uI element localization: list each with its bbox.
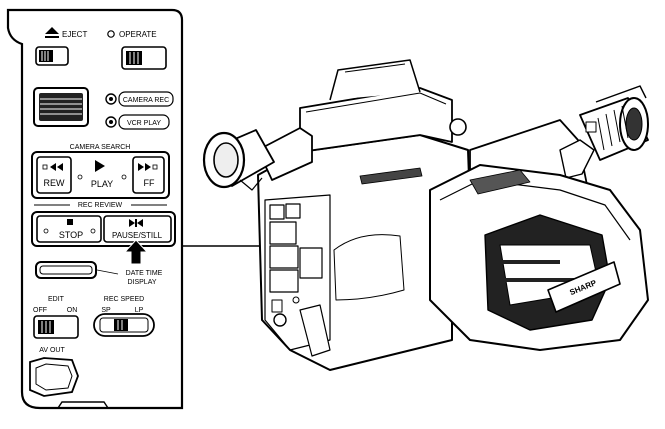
camcorder-illustration: SHARP (202, 59, 649, 371)
arrow-up-icon (123, 239, 149, 265)
rewind-icon (42, 163, 63, 171)
date-time-label: DATE TIME (126, 270, 163, 277)
operate-label: OPERATE (119, 30, 157, 39)
rew-label: REW (44, 178, 66, 188)
display-label: DISPLAY (127, 279, 156, 286)
rew-button[interactable]: REW (36, 156, 72, 194)
play-label: PLAY (91, 179, 113, 189)
operate-control[interactable]: OPERATE (107, 30, 167, 70)
operate-slider[interactable] (121, 46, 167, 70)
lp-label: LP (135, 307, 144, 314)
camera-rec-indicator: CAMERA REC (105, 91, 174, 107)
panel-bottom-tab (57, 401, 109, 409)
camera-search-label: CAMERA SEARCH (70, 144, 131, 151)
sp-label: SP (101, 307, 111, 314)
rec-speed-label: REC SPEED (104, 296, 144, 303)
date-time-display-button[interactable] (35, 261, 97, 279)
pause-icon (129, 219, 143, 227)
vcr-play-indicator: VCR PLAY (105, 114, 170, 130)
mode-rocker-button[interactable] (33, 87, 89, 127)
play-icon (95, 160, 105, 172)
stop-icon (67, 219, 73, 225)
stop-button[interactable]: STOP (36, 215, 102, 243)
hand-strap: SHARP (484, 214, 621, 331)
av-out-jack-cover[interactable] (29, 357, 79, 397)
pause-still-button[interactable]: PAUSE/STILL (103, 215, 172, 243)
rec-speed-switch[interactable] (93, 313, 155, 337)
ff-button[interactable]: FF (132, 156, 165, 194)
ff-label: FF (144, 178, 155, 188)
control-panel: EJECT OPERATE (6, 8, 184, 410)
av-out-label: AV OUT (39, 347, 65, 354)
edit-on-label: ON (67, 307, 78, 314)
operate-indicator-icon (107, 30, 115, 38)
edit-off-label: OFF (33, 307, 47, 314)
eject-control[interactable]: EJECT (35, 27, 87, 66)
eject-icon (45, 27, 59, 38)
eject-slider[interactable] (35, 46, 69, 66)
viewfinder-icon (202, 127, 313, 191)
eject-label: EJECT (62, 30, 87, 39)
fast-forward-icon (138, 163, 158, 171)
stop-label: STOP (59, 230, 83, 240)
rec-review-label: REC REVIEW (78, 202, 123, 209)
edit-label: EDIT (48, 296, 65, 303)
pause-still-label: PAUSE/STILL (112, 231, 163, 240)
edit-switch[interactable] (33, 315, 79, 339)
camera-rec-label: CAMERA REC (123, 97, 169, 104)
camcorder-top-housing (299, 87, 453, 153)
vcr-play-label: VCR PLAY (127, 120, 161, 127)
play-button[interactable]: PLAY (77, 160, 127, 189)
